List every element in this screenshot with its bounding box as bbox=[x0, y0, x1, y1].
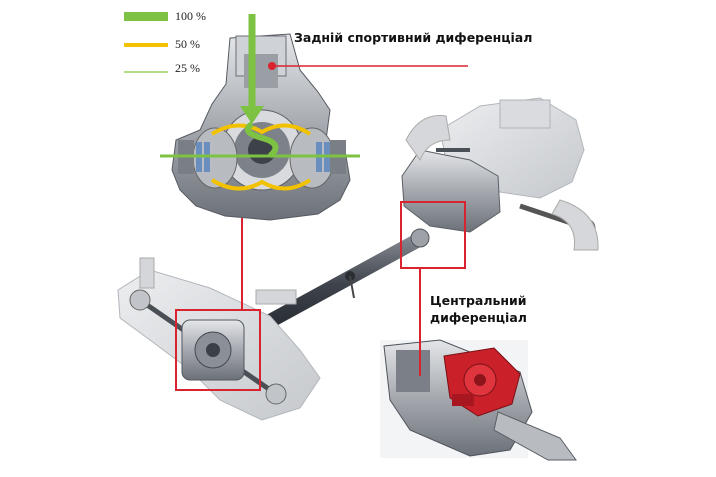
rear-diff-highlight-box bbox=[175, 309, 261, 391]
legend-swatch-25 bbox=[124, 71, 168, 73]
callout-markers bbox=[175, 201, 466, 391]
engine-transmission bbox=[401, 97, 599, 251]
center-differential-label: Центральний диференціал bbox=[430, 292, 527, 326]
rear-differential-cutaway bbox=[160, 14, 360, 221]
legend-label-25: 25 % bbox=[175, 61, 200, 75]
rear-axle-assembly bbox=[117, 257, 321, 421]
legend-label-50: 50 % bbox=[175, 37, 200, 51]
center-diff-highlight-box bbox=[400, 201, 466, 269]
center-differential-label-line1: Центральний bbox=[430, 293, 527, 308]
legend-swatch-50 bbox=[124, 43, 168, 47]
legend-swatch-100 bbox=[124, 12, 168, 21]
rear-differential-label: Задній спортивний диференціал bbox=[294, 30, 533, 45]
center-differential-label-line2: диференціал bbox=[430, 310, 527, 325]
propeller-shaft bbox=[248, 228, 430, 337]
center-differential-cutaway bbox=[380, 339, 577, 461]
legend-label-100: 100 % bbox=[175, 9, 206, 23]
